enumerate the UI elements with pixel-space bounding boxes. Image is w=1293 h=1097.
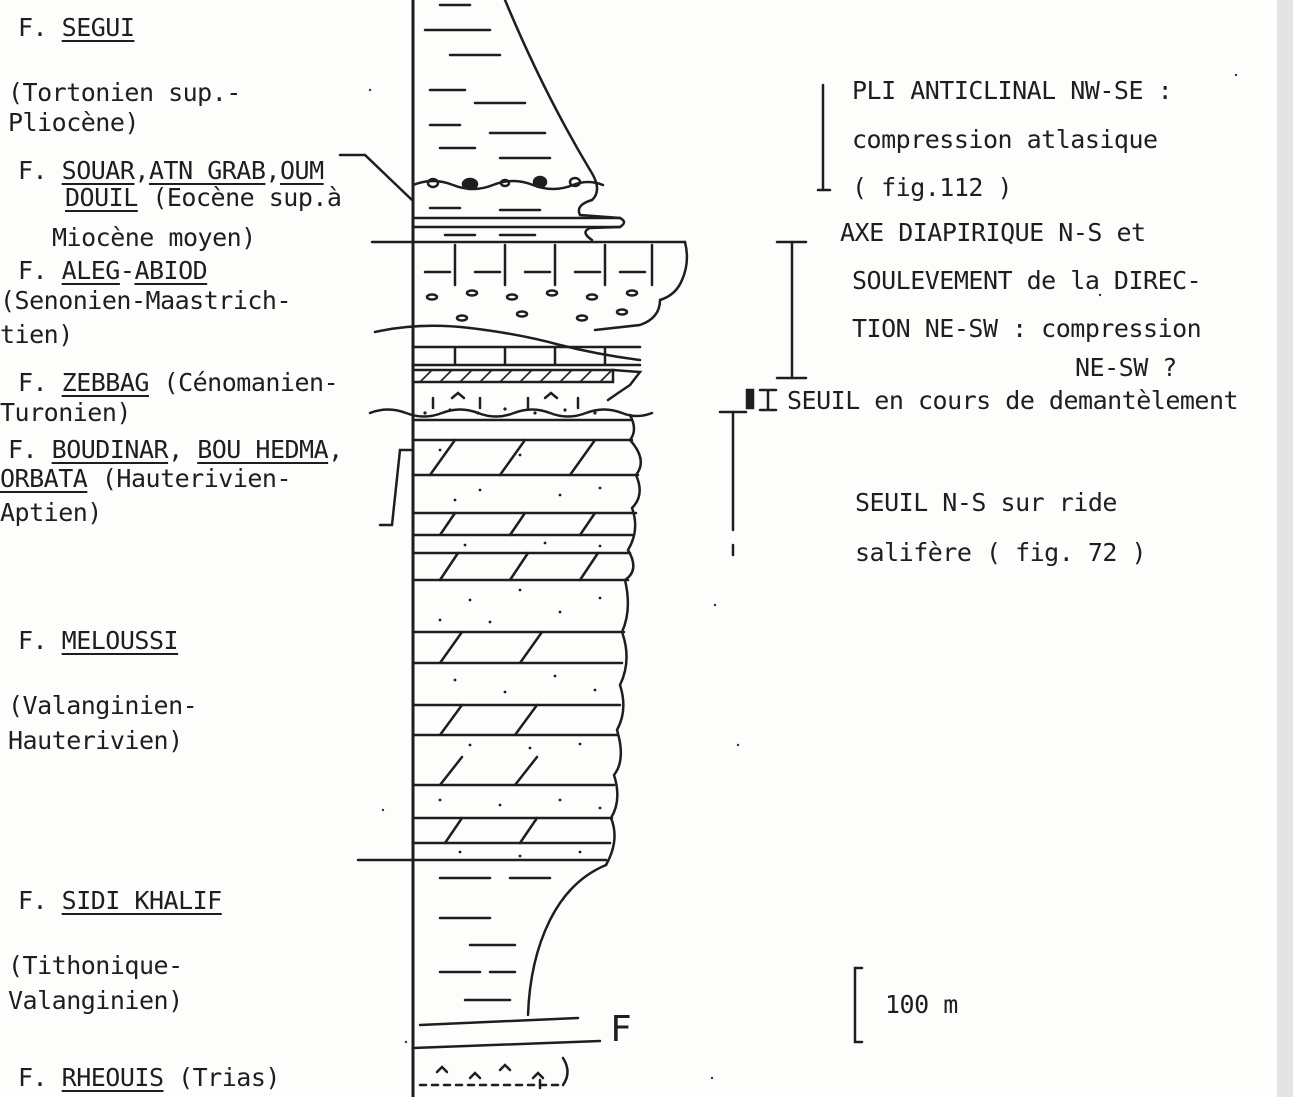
formation-rheouis: F. RHEOUIS (Trias) [18,1065,280,1090]
event-seuil-ns-line: SEUIL N-S sur ride [855,490,1117,515]
formation-name: ABIOD [134,256,207,285]
formation-prefix: F. [18,13,62,42]
seuil-marker [747,390,753,408]
zebbag-limestone [413,347,640,365]
leader-souar [340,155,412,200]
formation-name: ALEG [62,256,120,285]
formation-segui: F. SEGUI [18,15,134,40]
formation-meloussi: F. MELOUSSI [18,628,178,653]
formation-age: (Valanginien- [8,693,197,718]
formation-name: MELOUSSI [62,626,178,655]
rheouis-evaporites [420,1058,568,1088]
segui-profile [505,0,597,200]
formation-age: (Tithonique- [8,953,183,978]
scale-bar [855,968,862,1042]
formation-name: RHEOUIS [62,1063,164,1092]
formation-age: (Cénomanien- [149,368,338,397]
formation-age: Aptien) [0,500,102,525]
formation-name: SOUAR [62,156,135,185]
evaporite-symbols [433,393,578,408]
event-seuil-ns-line: salifère ( fig. 72 ) [855,540,1146,565]
formation-souar-line2: DOUIL (Eocène sup.à [65,185,341,210]
formation-sidi-khalif: F. SIDI KHALIF [18,888,222,913]
formation-name: SEGUI [62,13,135,42]
leader-boudinar [380,450,413,525]
seuil-bracket-small [760,390,776,410]
separator: , [265,156,280,185]
separator: , [328,435,343,464]
aleg-chalk-pattern [425,245,652,321]
event-pli-line: compression atlasique [852,127,1158,152]
formation-prefix: F. [8,435,52,464]
separator: - [120,256,135,285]
formation-boudinar: F. BOUDINAR, BOU HEDMA, [8,437,343,462]
formation-prefix: F. [18,626,62,655]
fault-line [420,1018,578,1025]
formation-age: (Tortonien sup.- [8,80,241,105]
formation-age: Pliocène) [8,110,139,135]
formation-age: Turonien) [0,400,131,425]
formation-prefix: F. [18,156,62,185]
formation-souar: F. SOUAR,ATN GRAB,OUM [18,158,324,183]
event-pli-figref: ( fig.112 ) [852,175,1012,200]
event-pli-line: PLI ANTICLINAL NW-SE : [852,78,1172,103]
formation-boudinar-line2: ORBATA (Hauterivien- [0,466,291,491]
unconformity-aleg [375,326,640,360]
zebbag-hatched-bed [413,370,613,382]
formation-aleg: F. ALEG-ABIOD [18,258,207,283]
formation-age: tien) [0,322,73,347]
sidi-khalif-marl-dashes [440,878,550,1000]
scale-bar-label: 100 m [885,992,958,1017]
fault-line-lower [413,1041,600,1048]
formation-name: SIDI KHALIF [62,886,222,915]
formation-prefix: F. [18,1063,62,1092]
formation-name: ZEBBAG [62,368,149,397]
formation-name: ATN GRAB [149,156,265,185]
separator: , [168,435,197,464]
separator: , [134,156,149,185]
event-axe-line: NE-SW ? [1075,355,1177,380]
formation-age: (Trias) [164,1063,280,1092]
aleg-profile [595,242,687,330]
meloussi-profile [606,415,641,865]
formation-age: (Hauterivien- [87,464,291,493]
fault-label: F [610,1012,631,1048]
formation-age: Miocène moyen) [52,225,256,250]
formation-age: (Senonien-Maastrich- [0,288,291,313]
event-seuil-demantelement: SEUIL en cours de demantèlement [787,388,1238,413]
formation-name: ORBATA [0,464,87,493]
formation-zebbag: F. ZEBBAG (Cénomanien- [18,370,338,395]
formation-prefix: F. [18,886,62,915]
formation-prefix: F. [18,256,62,285]
formation-age: Hauterivien) [8,728,183,753]
formation-name: DOUIL [65,183,138,212]
formation-name: OUM [280,156,324,185]
bedding-lines [413,420,638,843]
sidi-khalif-profile [528,865,606,1015]
formation-age: Valanginien) [8,988,183,1013]
zebbag-hatch [420,370,612,382]
segui-marl-dashes [425,5,550,158]
event-axe-line: TION NE-SW : compression [852,316,1201,341]
formation-name: BOUDINAR [52,435,168,464]
event-axe-line: AXE DIAPIRIQUE N-S et [840,220,1146,245]
event-axe-line: SOULEVEMENT de la DIREC- [852,268,1201,293]
formation-name: BOU HEDMA [197,435,328,464]
souar-profile [579,200,624,240]
formation-prefix: F. [18,368,62,397]
formation-age: (Eocène sup.à [138,183,342,212]
